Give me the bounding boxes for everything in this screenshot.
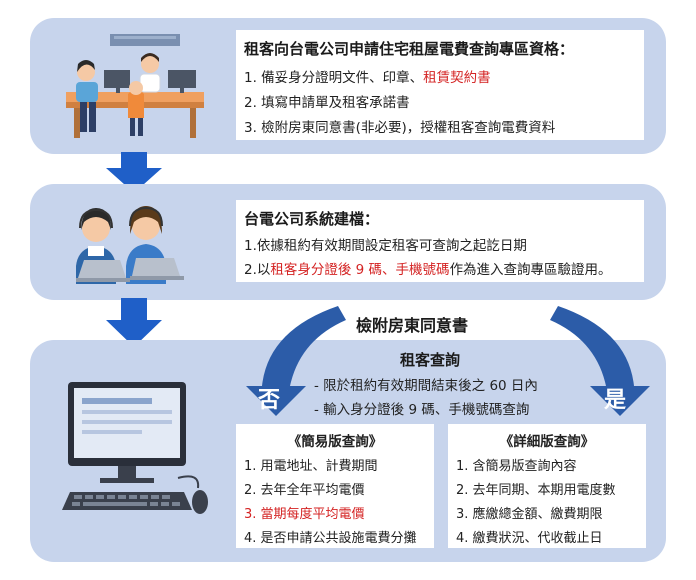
simple-query-card: 《簡易版查詢》 1. 用電地址、計費期間 2. 去年全年平均電價 3. 當期每度… [236, 424, 434, 548]
step1-item-1: 1. 備妥身分證明文件、印章、租賃契約書 [244, 70, 491, 86]
computer-illustration [62, 382, 208, 514]
simple-query-title: 《簡易版查詢》 [287, 434, 383, 450]
down-arrow-2 [106, 298, 162, 347]
step3-bullet-1: - 限於租約有效期間結束後之 60 日內 [314, 378, 538, 394]
detail-item-1: 1. 含簡易版查詢內容 [456, 459, 577, 474]
step1-item-3: 3. 檢附房東同意書(非必要)，授權租客查詢電費資料 [244, 120, 556, 136]
step3-title: 租客查詢 [400, 351, 461, 369]
detail-item-4: 4. 繳費狀況、代收截止日 [456, 531, 603, 546]
simple-item-2: 2. 去年全年平均電價 [244, 483, 365, 498]
simple-item-1: 1. 用電地址、計費期間 [244, 459, 378, 474]
step1-item-2: 2. 填寫申請單及租客承諾書 [244, 95, 410, 111]
detail-item-2: 2. 去年同期、本期用電度數 [456, 483, 616, 498]
step1-card: 租客向台電公司申請住宅租屋電費查詢專區資格： 1. 備妥身分證明文件、印章、租賃… [236, 30, 644, 140]
call-center-agents-illustration [76, 206, 184, 284]
step2-title: 台電公司系統建檔： [244, 210, 380, 228]
yes-branch-label: 是 [604, 388, 627, 413]
no-branch-label: 否 [258, 388, 281, 413]
branch-question: 檢附房東同意書 [356, 316, 469, 335]
branch-arrows [246, 306, 650, 416]
step1-title: 租客向台電公司申請住宅租屋電費查詢專區資格： [244, 40, 575, 58]
step2-item-2: 2.以租客身分證後 9 碼、手機號碼作為進入查詢專區驗證用。 [244, 262, 612, 278]
simple-item-3: 3. 當期每度平均電價 [244, 507, 365, 522]
counter-service-illustration [66, 34, 204, 138]
step2-item-1: 1.依據租約有效期間設定租客可查詢之起訖日期 [244, 238, 527, 254]
detail-query-title: 《詳細版查詢》 [499, 434, 595, 450]
simple-item-4: 4. 是否申請公共設施電費分攤 [244, 531, 417, 546]
detail-item-3: 3. 應繳總金額、繳費期限 [456, 507, 603, 522]
detail-query-card: 《詳細版查詢》 1. 含簡易版查詢內容 2. 去年同期、本期用電度數 3. 應繳… [448, 424, 646, 548]
step3-bullet-2: - 輸入身分證後 9 碼、手機號碼查詢 [314, 402, 530, 418]
down-arrow-1 [106, 152, 162, 193]
step2-card: 台電公司系統建檔： 1.依據租約有效期間設定租客可查詢之起訖日期 2.以租客身分… [236, 200, 644, 282]
